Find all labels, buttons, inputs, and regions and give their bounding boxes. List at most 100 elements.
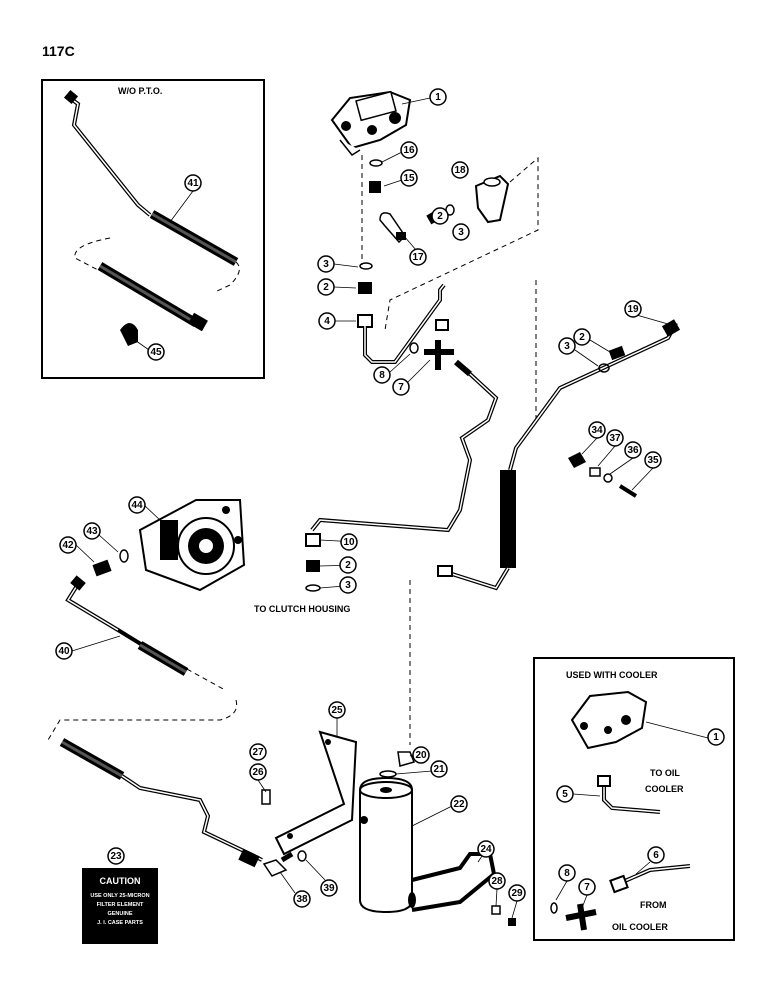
callout-c22: 22 <box>450 795 468 813</box>
callout-c6: 6 <box>647 846 665 864</box>
callout-number: 8 <box>564 868 570 879</box>
callout-c26: 26 <box>249 763 267 781</box>
callout-number: 21 <box>433 764 445 775</box>
callout-c42: 42 <box>59 536 77 554</box>
callout-number: 42 <box>62 540 74 551</box>
callout-number: 27 <box>252 747 264 758</box>
callout-number: 3 <box>323 259 329 270</box>
callout-circle <box>451 161 469 179</box>
callout-c7a: 7 <box>392 378 410 396</box>
tube-10 <box>305 372 499 592</box>
callout-number: 26 <box>252 767 264 778</box>
callout-number: 18 <box>454 165 466 176</box>
callout-number: 29 <box>511 888 523 899</box>
callout-circle <box>340 533 358 551</box>
callout-number: 4 <box>324 316 330 327</box>
callout-number: 10 <box>343 537 355 548</box>
inset-cooler-title: USED WITH COOLER <box>566 670 658 680</box>
callout-number: 5 <box>562 789 568 800</box>
callout-number: 1 <box>435 92 441 103</box>
callout-number: 38 <box>296 894 308 905</box>
control-valve <box>330 90 412 156</box>
tube-19-hose <box>437 319 681 591</box>
callout-number: 19 <box>627 304 639 315</box>
callout-c24: 24 <box>477 840 495 858</box>
callout-number: 37 <box>609 433 621 444</box>
pump-fittings <box>92 549 129 577</box>
callout-number: 44 <box>131 500 143 511</box>
to-clutch-housing-label: TO CLUTCH HOUSING <box>254 604 350 614</box>
callout-c10: 10 <box>340 533 358 551</box>
callout-circle <box>578 878 596 896</box>
callout-number: 20 <box>415 750 427 761</box>
callout-circle <box>558 864 576 882</box>
callout-circle <box>508 884 526 902</box>
callout-c40: 40 <box>55 642 73 660</box>
callout-c15: 15 <box>400 169 418 187</box>
callout-number: 23 <box>110 851 122 862</box>
callout-circle <box>392 378 410 396</box>
callout-number: 1 <box>713 732 719 743</box>
callout-circle <box>409 248 427 266</box>
callout-c28: 28 <box>488 872 506 890</box>
callout-number: 6 <box>653 850 659 861</box>
callout-c20a: 20 <box>412 746 430 764</box>
callout-circle <box>249 743 267 761</box>
callout-circle <box>588 421 606 439</box>
callout-circle <box>147 343 165 361</box>
callout-circle <box>328 701 346 719</box>
callout-number: 3 <box>564 341 570 352</box>
callout-c17: 17 <box>409 248 427 266</box>
callout-circle <box>573 328 591 346</box>
hydraulic-pump <box>138 499 246 592</box>
callout-circle <box>184 174 202 192</box>
callout-c3b: 3 <box>317 255 335 273</box>
callout-number: 28 <box>491 876 503 887</box>
callout-circle <box>107 847 125 865</box>
callout-number: 2 <box>579 332 585 343</box>
callout-number: 2 <box>437 211 443 222</box>
callout-circle <box>647 846 665 864</box>
callout-c2d: 2 <box>339 556 357 574</box>
callout-circle <box>128 496 146 514</box>
callout-number: 2 <box>323 282 329 293</box>
callout-circle <box>477 840 495 858</box>
callout-number: 43 <box>86 526 98 537</box>
callout-c3d: 3 <box>339 576 357 594</box>
callout-number: 24 <box>480 844 492 855</box>
callout-circle <box>429 88 447 106</box>
callout-number: 39 <box>323 883 335 894</box>
callout-number: 17 <box>412 252 424 263</box>
caution-line-2: FILTER ELEMENT <box>97 902 144 908</box>
callout-number: 3 <box>458 227 464 238</box>
callout-c34: 34 <box>588 421 606 439</box>
leader-lines <box>71 97 669 919</box>
callout-number: 8 <box>379 370 385 381</box>
callout-number: 25 <box>331 705 343 716</box>
callout-c3a: 3 <box>452 223 470 241</box>
callout-c27: 27 <box>249 743 267 761</box>
tube-40 <box>65 575 189 676</box>
fittings-mid <box>357 262 373 328</box>
callout-c37: 37 <box>606 429 624 447</box>
callout-number: 16 <box>403 145 415 156</box>
callout-number: 2 <box>345 560 351 571</box>
page-code: 117C <box>42 43 75 59</box>
inset-pto-title: W/O P.T.O. <box>118 86 162 96</box>
callout-c35: 35 <box>644 451 662 469</box>
inset-used-with-cooler: USED WITH COOLER TO OIL COOLER FROM OIL … <box>533 657 735 941</box>
callout-number: 7 <box>398 382 404 393</box>
callout-circle <box>624 300 642 318</box>
callout-circle <box>430 760 448 778</box>
to-oil-cooler-line-2: COOLER <box>645 784 684 794</box>
callout-c8a: 8 <box>373 366 391 384</box>
callout-c2c: 2 <box>573 328 591 346</box>
callout-c39: 39 <box>320 879 338 897</box>
callout-c29: 29 <box>508 884 526 902</box>
callout-circle <box>317 255 335 273</box>
callout-c44: 44 <box>128 496 146 514</box>
callout-number: 35 <box>647 455 659 466</box>
callout-circle <box>412 746 430 764</box>
callout-c8b: 8 <box>558 864 576 882</box>
